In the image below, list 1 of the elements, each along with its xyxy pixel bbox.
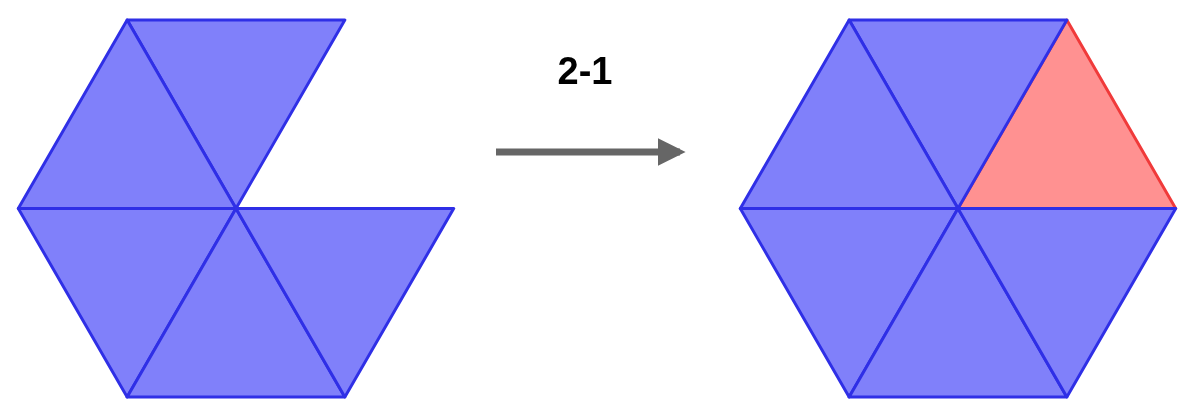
edge-label: 2-1: [557, 52, 613, 90]
